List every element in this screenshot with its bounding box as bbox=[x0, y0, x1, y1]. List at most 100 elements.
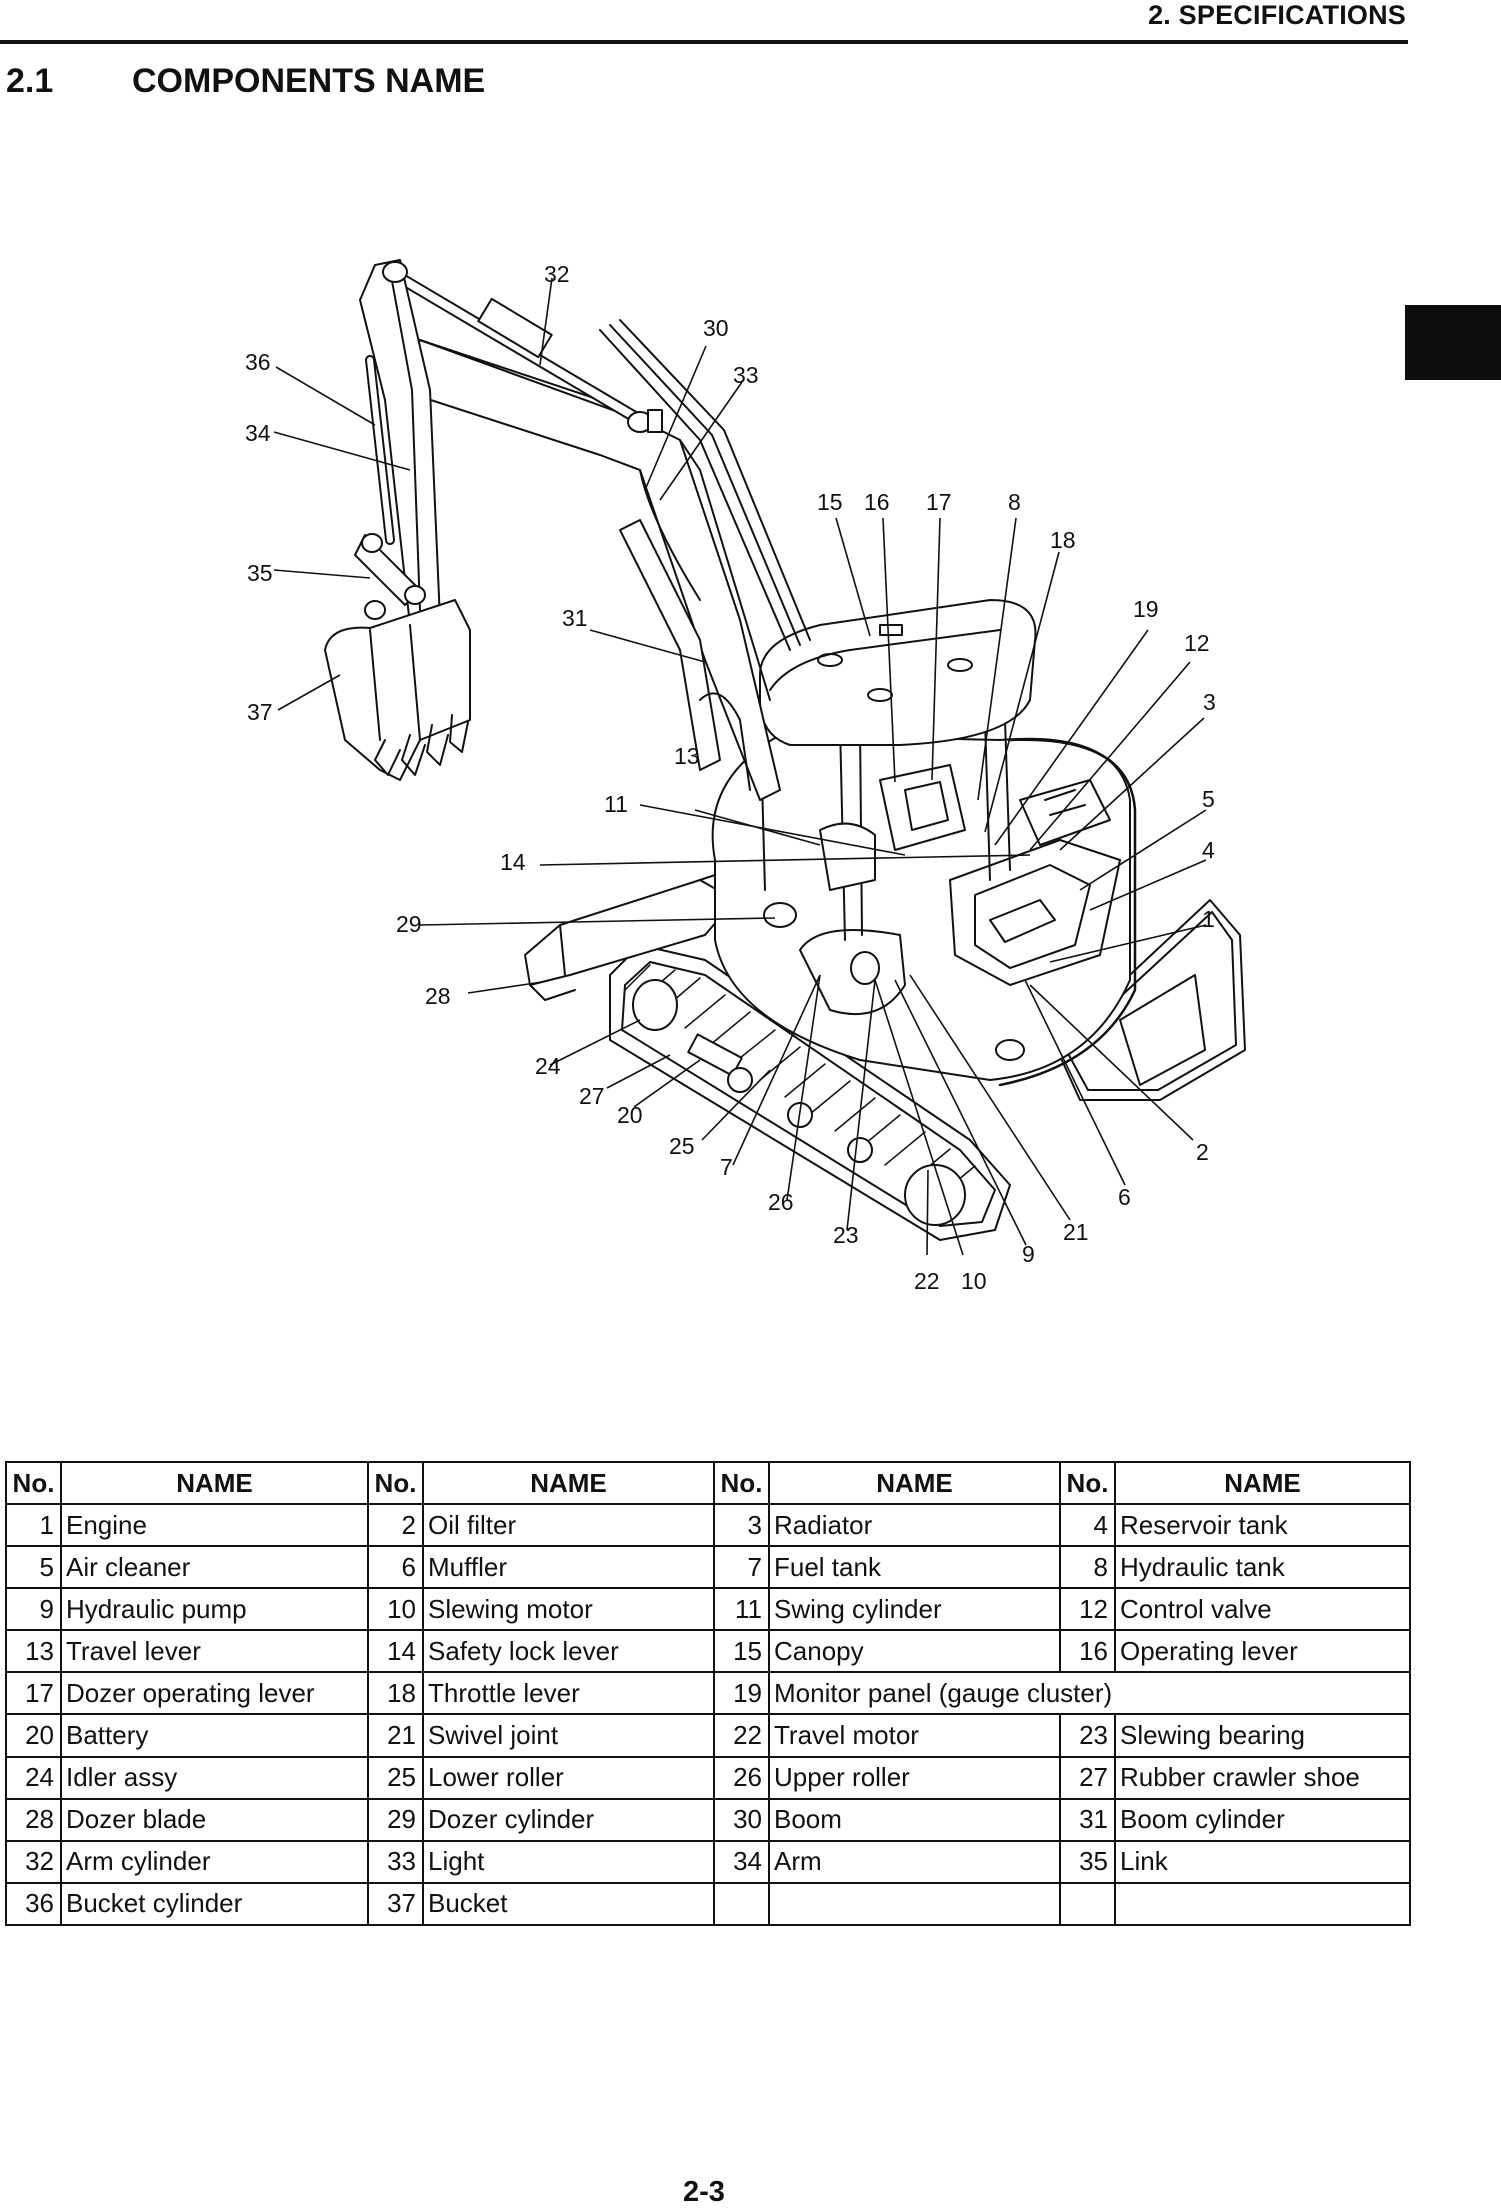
callout-9: 9 bbox=[1022, 1241, 1035, 1267]
item-number-cell: 30 bbox=[713, 1797, 770, 1842]
item-number-cell: 18 bbox=[367, 1671, 424, 1716]
callout-3: 3 bbox=[1203, 689, 1216, 715]
excavator-diagram: 1 2 3 4 5 6 7 8 9 10 11 12 13 14 15 16 1… bbox=[245, 259, 1246, 1294]
item-name-cell: Reservoir tank bbox=[1114, 1502, 1411, 1548]
item-name-cell: Travel motor bbox=[768, 1713, 1061, 1758]
item-name-cell bbox=[1114, 1881, 1411, 1927]
item-number-cell: 9 bbox=[5, 1587, 62, 1632]
item-name-cell: Link bbox=[1114, 1839, 1411, 1884]
item-number-cell: 6 bbox=[367, 1545, 424, 1590]
callout-2: 2 bbox=[1196, 1139, 1209, 1165]
item-name-cell: Lower roller bbox=[422, 1755, 715, 1800]
item-name-cell: Upper roller bbox=[768, 1755, 1061, 1800]
item-number-cell: 29 bbox=[367, 1797, 424, 1842]
callout-24: 24 bbox=[535, 1053, 561, 1079]
item-number-cell: 3 bbox=[713, 1502, 770, 1548]
callout-28: 28 bbox=[425, 983, 451, 1009]
callout-36: 36 bbox=[245, 349, 271, 375]
column-header-name: NAME bbox=[768, 1461, 1061, 1505]
item-name-cell: Hydraulic tank bbox=[1114, 1545, 1411, 1590]
header-rule bbox=[0, 40, 1408, 44]
callout-30: 30 bbox=[703, 315, 729, 341]
callout-14: 14 bbox=[500, 849, 526, 875]
callout-31: 31 bbox=[562, 605, 588, 631]
item-number-cell: 25 bbox=[367, 1755, 424, 1800]
item-number-cell: 12 bbox=[1059, 1587, 1116, 1632]
item-name-cell: Dozer blade bbox=[60, 1797, 369, 1842]
item-name-cell: Throttle lever bbox=[422, 1671, 715, 1716]
callout-37: 37 bbox=[247, 699, 273, 725]
callout-15: 15 bbox=[817, 489, 843, 515]
callout-23: 23 bbox=[833, 1222, 859, 1248]
item-number-cell: 32 bbox=[5, 1839, 62, 1884]
callout-6: 6 bbox=[1118, 1184, 1131, 1210]
callout-18: 18 bbox=[1050, 527, 1076, 553]
item-number-cell: 26 bbox=[713, 1755, 770, 1800]
item-number-cell: 33 bbox=[367, 1839, 424, 1884]
item-number-cell: 16 bbox=[1059, 1629, 1116, 1674]
item-name-cell: Hydraulic pump bbox=[60, 1587, 369, 1632]
item-name-cell: Dozer cylinder bbox=[422, 1797, 715, 1842]
callout-13: 13 bbox=[674, 743, 700, 769]
item-name-cell: Control valve bbox=[1114, 1587, 1411, 1632]
item-number-cell: 19 bbox=[713, 1671, 770, 1716]
item-number-cell: 36 bbox=[5, 1881, 62, 1927]
callout-21: 21 bbox=[1063, 1219, 1089, 1245]
item-name-cell: Battery bbox=[60, 1713, 369, 1758]
callout-leader-lines bbox=[273, 277, 1207, 1256]
item-number-cell: 13 bbox=[5, 1629, 62, 1674]
item-number-cell: 5 bbox=[5, 1545, 62, 1590]
item-name-cell: Travel lever bbox=[60, 1629, 369, 1674]
item-name-cell: Light bbox=[422, 1839, 715, 1884]
item-name-cell: Bucket bbox=[422, 1881, 715, 1927]
callout-22: 22 bbox=[914, 1268, 940, 1294]
table-header-row: No. NAME No. NAME No. NAME No. NAME bbox=[5, 1461, 1411, 1505]
item-number-cell: 1 bbox=[5, 1502, 62, 1548]
column-header-no: No. bbox=[1059, 1461, 1116, 1505]
item-name-cell: Fuel tank bbox=[768, 1545, 1061, 1590]
chapter-tab-marker bbox=[1405, 305, 1501, 380]
callout-7: 7 bbox=[720, 1154, 733, 1180]
item-number-cell: 31 bbox=[1059, 1797, 1116, 1842]
callout-19: 19 bbox=[1133, 596, 1159, 622]
item-name-cell: Slewing bearing bbox=[1114, 1713, 1411, 1758]
item-name-cell: Arm cylinder bbox=[60, 1839, 369, 1884]
section-title: COMPONENTS NAME bbox=[132, 62, 486, 100]
item-number-cell: 22 bbox=[713, 1713, 770, 1758]
item-number-cell: 2 bbox=[367, 1502, 424, 1548]
callout-10: 10 bbox=[961, 1268, 987, 1294]
item-name-cell: Engine bbox=[60, 1502, 369, 1548]
item-name-cell: Rubber crawler shoe bbox=[1114, 1755, 1411, 1800]
callout-26: 26 bbox=[768, 1189, 794, 1215]
item-number-cell: 24 bbox=[5, 1755, 62, 1800]
callout-8: 8 bbox=[1008, 489, 1021, 515]
item-name-cell: Dozer operating lever bbox=[60, 1671, 369, 1716]
item-number-cell bbox=[713, 1881, 770, 1927]
callout-20: 20 bbox=[617, 1102, 643, 1128]
item-number-cell: 34 bbox=[713, 1839, 770, 1884]
callout-29: 29 bbox=[396, 911, 422, 937]
item-name-cell: Swivel joint bbox=[422, 1713, 715, 1758]
item-number-cell: 35 bbox=[1059, 1839, 1116, 1884]
item-name-cell: Canopy bbox=[768, 1629, 1061, 1674]
callout-35: 35 bbox=[247, 560, 273, 586]
item-number-cell: 28 bbox=[5, 1797, 62, 1842]
item-name-cell: Idler assy bbox=[60, 1755, 369, 1800]
item-number-cell: 27 bbox=[1059, 1755, 1116, 1800]
item-name-cell: Operating lever bbox=[1114, 1629, 1411, 1674]
item-number-cell: 10 bbox=[367, 1587, 424, 1632]
item-number-cell: 23 bbox=[1059, 1713, 1116, 1758]
callout-32: 32 bbox=[544, 261, 570, 287]
section-header: 2. SPECIFICATIONS bbox=[1148, 0, 1406, 30]
item-number-cell: 4 bbox=[1059, 1502, 1116, 1548]
callout-33: 33 bbox=[733, 362, 759, 388]
item-name-cell: Air cleaner bbox=[60, 1545, 369, 1590]
item-name-cell: Monitor panel (gauge cluster) bbox=[768, 1671, 1411, 1716]
